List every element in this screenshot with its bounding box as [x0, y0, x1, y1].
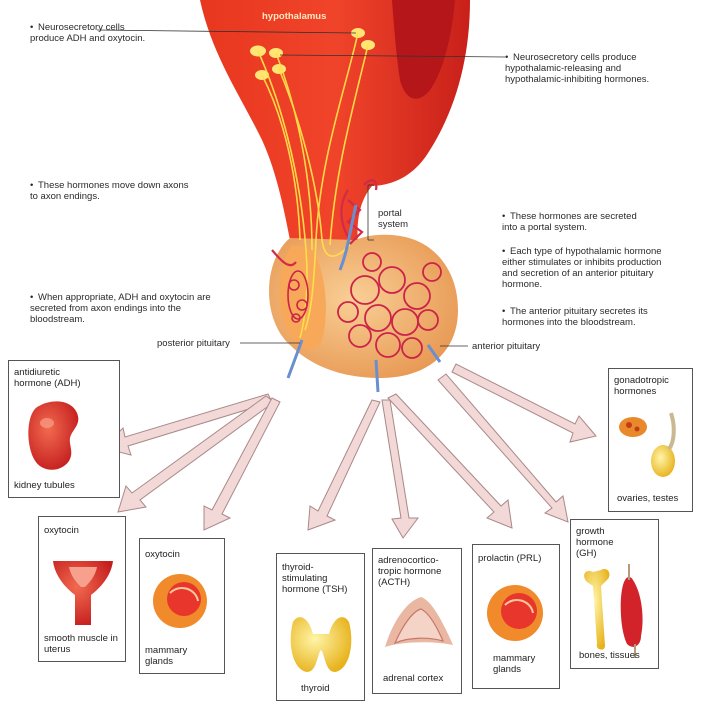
third-ventricle [392, 0, 455, 99]
note-left-1-text: Neurosecretory cells produce ADH and oxy… [30, 22, 146, 44]
portal-system-label: portal system [378, 208, 409, 230]
anterior-capillaries [337, 252, 442, 359]
box-oxytocin-mammary-target: mammary glands [145, 645, 188, 667]
box-gonad: gonadotropic hormones ovaries, testes [608, 368, 693, 512]
hormone-arrows [102, 363, 597, 539]
arrow-to-acth [381, 399, 419, 539]
uterus-icon [53, 561, 113, 625]
kidney-icon [28, 401, 79, 470]
note-left-1: •Neurosecretory cells produce ADH and ox… [30, 22, 146, 44]
portal-vein [338, 204, 358, 271]
box-acth: adrenocortico-tropic hormone (ACTH) adre… [372, 548, 462, 694]
box-adh-title: antidiuretic hormone (ADH) [14, 367, 81, 389]
box-gh: growth hormone (GH) bones, tissues [570, 519, 659, 669]
box-prl-title: prolactin (PRL) [478, 553, 542, 564]
box-tsh-title: thyroid-stimulating hormone (TSH) [282, 562, 348, 595]
thyroid-icon [290, 617, 352, 672]
box-gh-title: growth hormone (GH) [576, 526, 614, 559]
note-left-3-text: When appropriate, ADH and oxytocin are s… [30, 292, 211, 325]
box-gh-target: bones, tissues [579, 650, 640, 661]
anterior-pituitary-label: anterior pituitary [472, 341, 541, 352]
box-tsh: thyroid-stimulating hormone (TSH) thyroi… [276, 553, 365, 701]
box-oxytocin-uterus-title: oxytocin [44, 525, 79, 536]
posterior-pituitary-label: posterior pituitary [157, 338, 230, 349]
box-gonad-title: gonadotropic hormones [614, 375, 669, 397]
box-oxytocin-uterus-target: smooth muscle in uterus [44, 633, 118, 655]
arrow-to-oxytocin-mammary [203, 397, 281, 531]
mammary-icon-2 [487, 585, 543, 641]
outflow-veins [286, 339, 442, 393]
arrow-to-prl [387, 393, 513, 529]
box-acth-target: adrenal cortex [383, 673, 444, 684]
hypothalamus-label: hypothalamus [262, 11, 327, 22]
bone-muscle-icon [584, 564, 643, 658]
posterior-capillaries [287, 270, 309, 323]
box-oxytocin-uterus: oxytocin smooth muscle in uterus [38, 516, 126, 662]
axons [257, 32, 369, 339]
leader-lines [96, 29, 506, 347]
box-prl: prolactin (PRL) mammary glands [472, 544, 560, 689]
box-prl-target: mammary glands [493, 653, 536, 675]
note-right-3-text: Each type of hypothalamic hormone either… [502, 246, 662, 290]
box-tsh-target: thyroid [301, 683, 330, 694]
arrow-to-gh [437, 373, 569, 523]
note-right-1: •Neurosecretory cells produce hypothalam… [505, 52, 650, 85]
note-right-1-text: Neurosecretory cells produce hypothalami… [505, 52, 650, 85]
mammary-icon [153, 574, 207, 628]
note-right-3: •Each type of hypothalamic hormone eithe… [502, 246, 662, 290]
arrow-to-gonad [451, 363, 597, 443]
box-gonad-target: ovaries, testes [617, 493, 679, 504]
box-adh: antidiuretic hormone (ADH) kidney tubule… [8, 360, 120, 498]
box-acth-title: adrenocortico-tropic hormone (ACTH) [378, 555, 442, 588]
gonad-icon [619, 412, 676, 477]
box-adh-target: kidney tubules [14, 480, 75, 491]
note-left-2-text: These hormones move down axons to axon e… [30, 180, 189, 202]
note-left-2: •These hormones move down axons to axon … [30, 180, 189, 202]
note-right-4: •The anterior pituitary secretes its hor… [502, 306, 648, 328]
note-right-2: •These hormones are secreted into a port… [502, 211, 637, 233]
box-oxytocin-mammary-title: oxytocin [145, 549, 180, 560]
arrow-to-oxytocin-uterus [117, 395, 275, 513]
box-oxytocin-mammary: oxytocin mammary glands [139, 538, 225, 674]
arrow-to-tsh [307, 399, 381, 531]
adrenal-icon [385, 597, 453, 647]
note-right-4-text: The anterior pituitary secretes its horm… [502, 306, 648, 328]
note-right-2-text: These hormones are secreted into a porta… [502, 211, 637, 233]
note-left-3: •When appropriate, ADH and oxytocin are … [30, 292, 211, 325]
